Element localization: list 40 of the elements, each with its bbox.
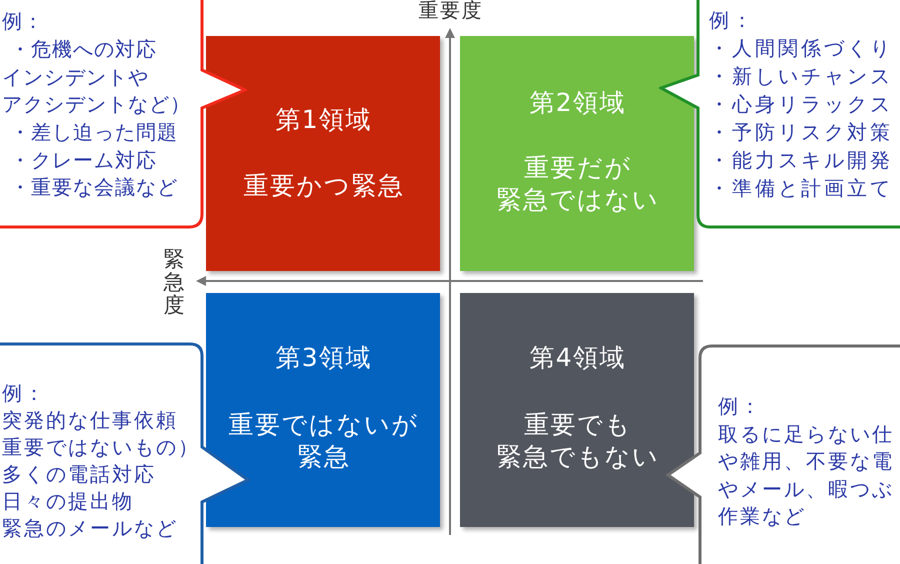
speech-bubble	[0, 342, 251, 564]
quadrant-box	[206, 36, 440, 271]
axis-label: 緊急度	[163, 248, 185, 317]
list-item: インシデントやアクシデントなど）	[2, 64, 191, 118]
callout-text: やメール、暇つぶ	[718, 476, 894, 503]
list-item: 日々の提出物	[2, 488, 134, 514]
list-item: ・予防リスク対策	[709, 119, 893, 146]
speech-bubble	[659, 0, 900, 230]
speech-bubble	[666, 344, 900, 564]
callout-text: や雑用、不要な電	[718, 448, 894, 476]
list-item: ・クレーム対応	[10, 146, 157, 174]
quadrant-label: 重要かつ緊急	[242, 170, 404, 202]
quadrant-title: 第4領域	[528, 342, 626, 374]
list-item: ・能力スキル開発	[709, 147, 893, 174]
list-item: ・差し迫った問題	[10, 118, 178, 146]
quadrant-label: 重要でも緊急でもない	[495, 409, 660, 473]
list-item: ・人間関係づくり	[709, 35, 893, 62]
list-item: ・重要な会議など	[10, 174, 178, 202]
list-item: 緊急のメールなど	[2, 514, 178, 542]
list-item: ・新しいチャンス	[709, 63, 893, 90]
list-item: ・準備と計画立て	[709, 175, 893, 202]
callout-heading: 例：	[709, 7, 755, 34]
callout-heading: 例：	[718, 393, 762, 420]
list-item: ・心身リラックス	[709, 91, 893, 118]
quadrant-box	[206, 293, 440, 527]
callout-heading: 例：	[2, 8, 44, 36]
axis-label: 重要度	[418, 0, 483, 21]
list-item: 多くの電話対応	[2, 460, 156, 488]
list-item: ・危機への対応	[10, 36, 157, 63]
callout-heading: 例：	[2, 380, 46, 406]
list-item: 突発的な仕事依頼重要ではないもの）	[2, 406, 200, 460]
quadrant-title: 第3領域	[274, 342, 372, 374]
callout-text: 取るに足らない仕	[718, 420, 894, 448]
quadrant-label: 重要だが緊急ではない	[495, 152, 660, 216]
quadrant-box	[460, 36, 694, 271]
quadrant-box	[460, 293, 694, 527]
callout-text: 作業など	[718, 503, 806, 530]
quadrant-label: 重要ではないが緊急	[228, 409, 419, 473]
quadrant-title: 第1領域	[274, 104, 372, 136]
quadrant-title: 第2領域	[528, 87, 626, 119]
